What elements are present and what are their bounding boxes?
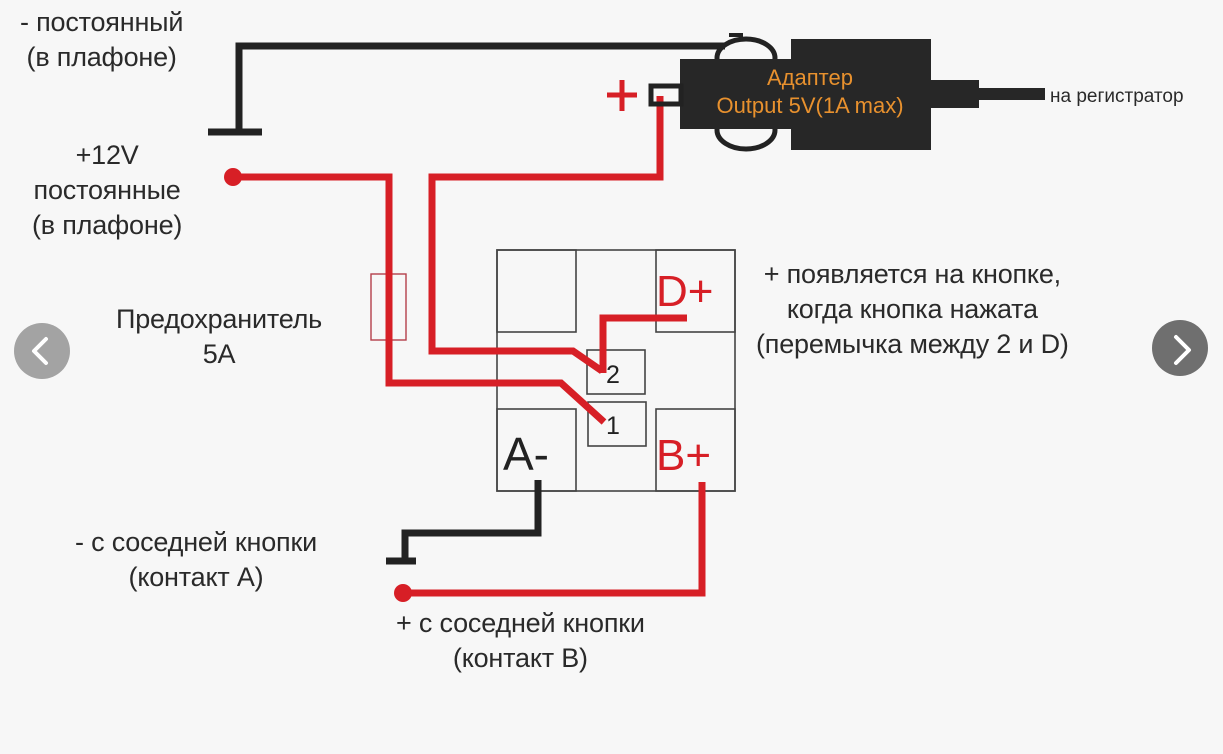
neighbor-plus-line-2: (контакт В) [452, 643, 588, 673]
cell-b [655, 408, 736, 492]
neighbor-plus-node [394, 584, 412, 602]
note-line-3: (перемычка между 2 и D) [756, 329, 1069, 359]
adapter-cable [979, 88, 1045, 100]
chevron-right-icon [1174, 335, 1191, 365]
note-line-2: когда кнопка нажата [786, 294, 1038, 324]
plus12-line-1: +12V [75, 140, 139, 170]
note-line-1: + появляется на кнопке, [763, 259, 1061, 289]
wire-b-to-neighbor [403, 482, 706, 597]
plus12-line-3: (в плафоне) [32, 210, 183, 240]
neighbor-minus-label: - с соседней кнопки (контакт А) [75, 525, 317, 595]
wire-a-to-neighbor [401, 480, 542, 561]
neighbor-minus-line-1: - с соседней кнопки [75, 527, 317, 557]
cell-top-left [496, 249, 577, 333]
previous-image-button[interactable] [14, 323, 70, 379]
terminal-1-box [587, 401, 647, 447]
adapter-title: Адаптер [767, 65, 853, 90]
terminal-1-label: 1 [606, 412, 620, 440]
adapter-front [680, 59, 795, 129]
wire-ground-top [235, 42, 725, 132]
terminal-2-box [586, 349, 646, 395]
fuse-label: Предохранитель 5А [116, 302, 322, 372]
adapter-minus-mark [729, 33, 743, 37]
ground-source-line-2: (в плафоне) [26, 42, 177, 72]
plus12-source-label: +12V постоянные (в плафоне) [32, 138, 182, 243]
neighbor-minus-line-2: (контакт А) [128, 562, 264, 592]
to-recorder-label: на регистратор [1050, 86, 1184, 107]
adapter [648, 33, 1045, 152]
adapter-body [791, 39, 931, 150]
cell-d [655, 249, 736, 333]
plus12-line-2: постоянные [33, 175, 181, 205]
terminal-b-label: B+ [656, 431, 711, 480]
adapter-spec: Output 5V(1A max) [716, 93, 903, 118]
neighbor-plus-line-1: + с соседней кнопки [396, 608, 645, 638]
terminal-a-label: A- [503, 428, 549, 480]
button-block-outline [496, 249, 736, 492]
adapter-plus-sign [607, 80, 637, 111]
adapter-plug [931, 80, 979, 108]
ground-source-line-1: - постоянный [20, 7, 184, 37]
terminal-2-label: 2 [606, 361, 620, 389]
chevron-left-icon [32, 337, 48, 365]
ground-source-label: - постоянный (в плафоне) [20, 5, 183, 75]
neighbor-plus-label: + с соседней кнопки (контакт В) [396, 606, 645, 676]
note-label: + появляется на кнопке, когда кнопка наж… [756, 257, 1069, 362]
next-image-button[interactable] [1152, 320, 1208, 376]
wire-jumper-2-d [599, 314, 687, 373]
wire-adapter-to-2 [428, 96, 664, 374]
wire-plus12-to-1 [233, 173, 607, 425]
adapter-plus-tip [648, 83, 684, 107]
terminal-d-label: D+ [656, 267, 713, 316]
fuse-line-2: 5А [202, 339, 236, 369]
fuse-line-1: Предохранитель [116, 304, 323, 334]
